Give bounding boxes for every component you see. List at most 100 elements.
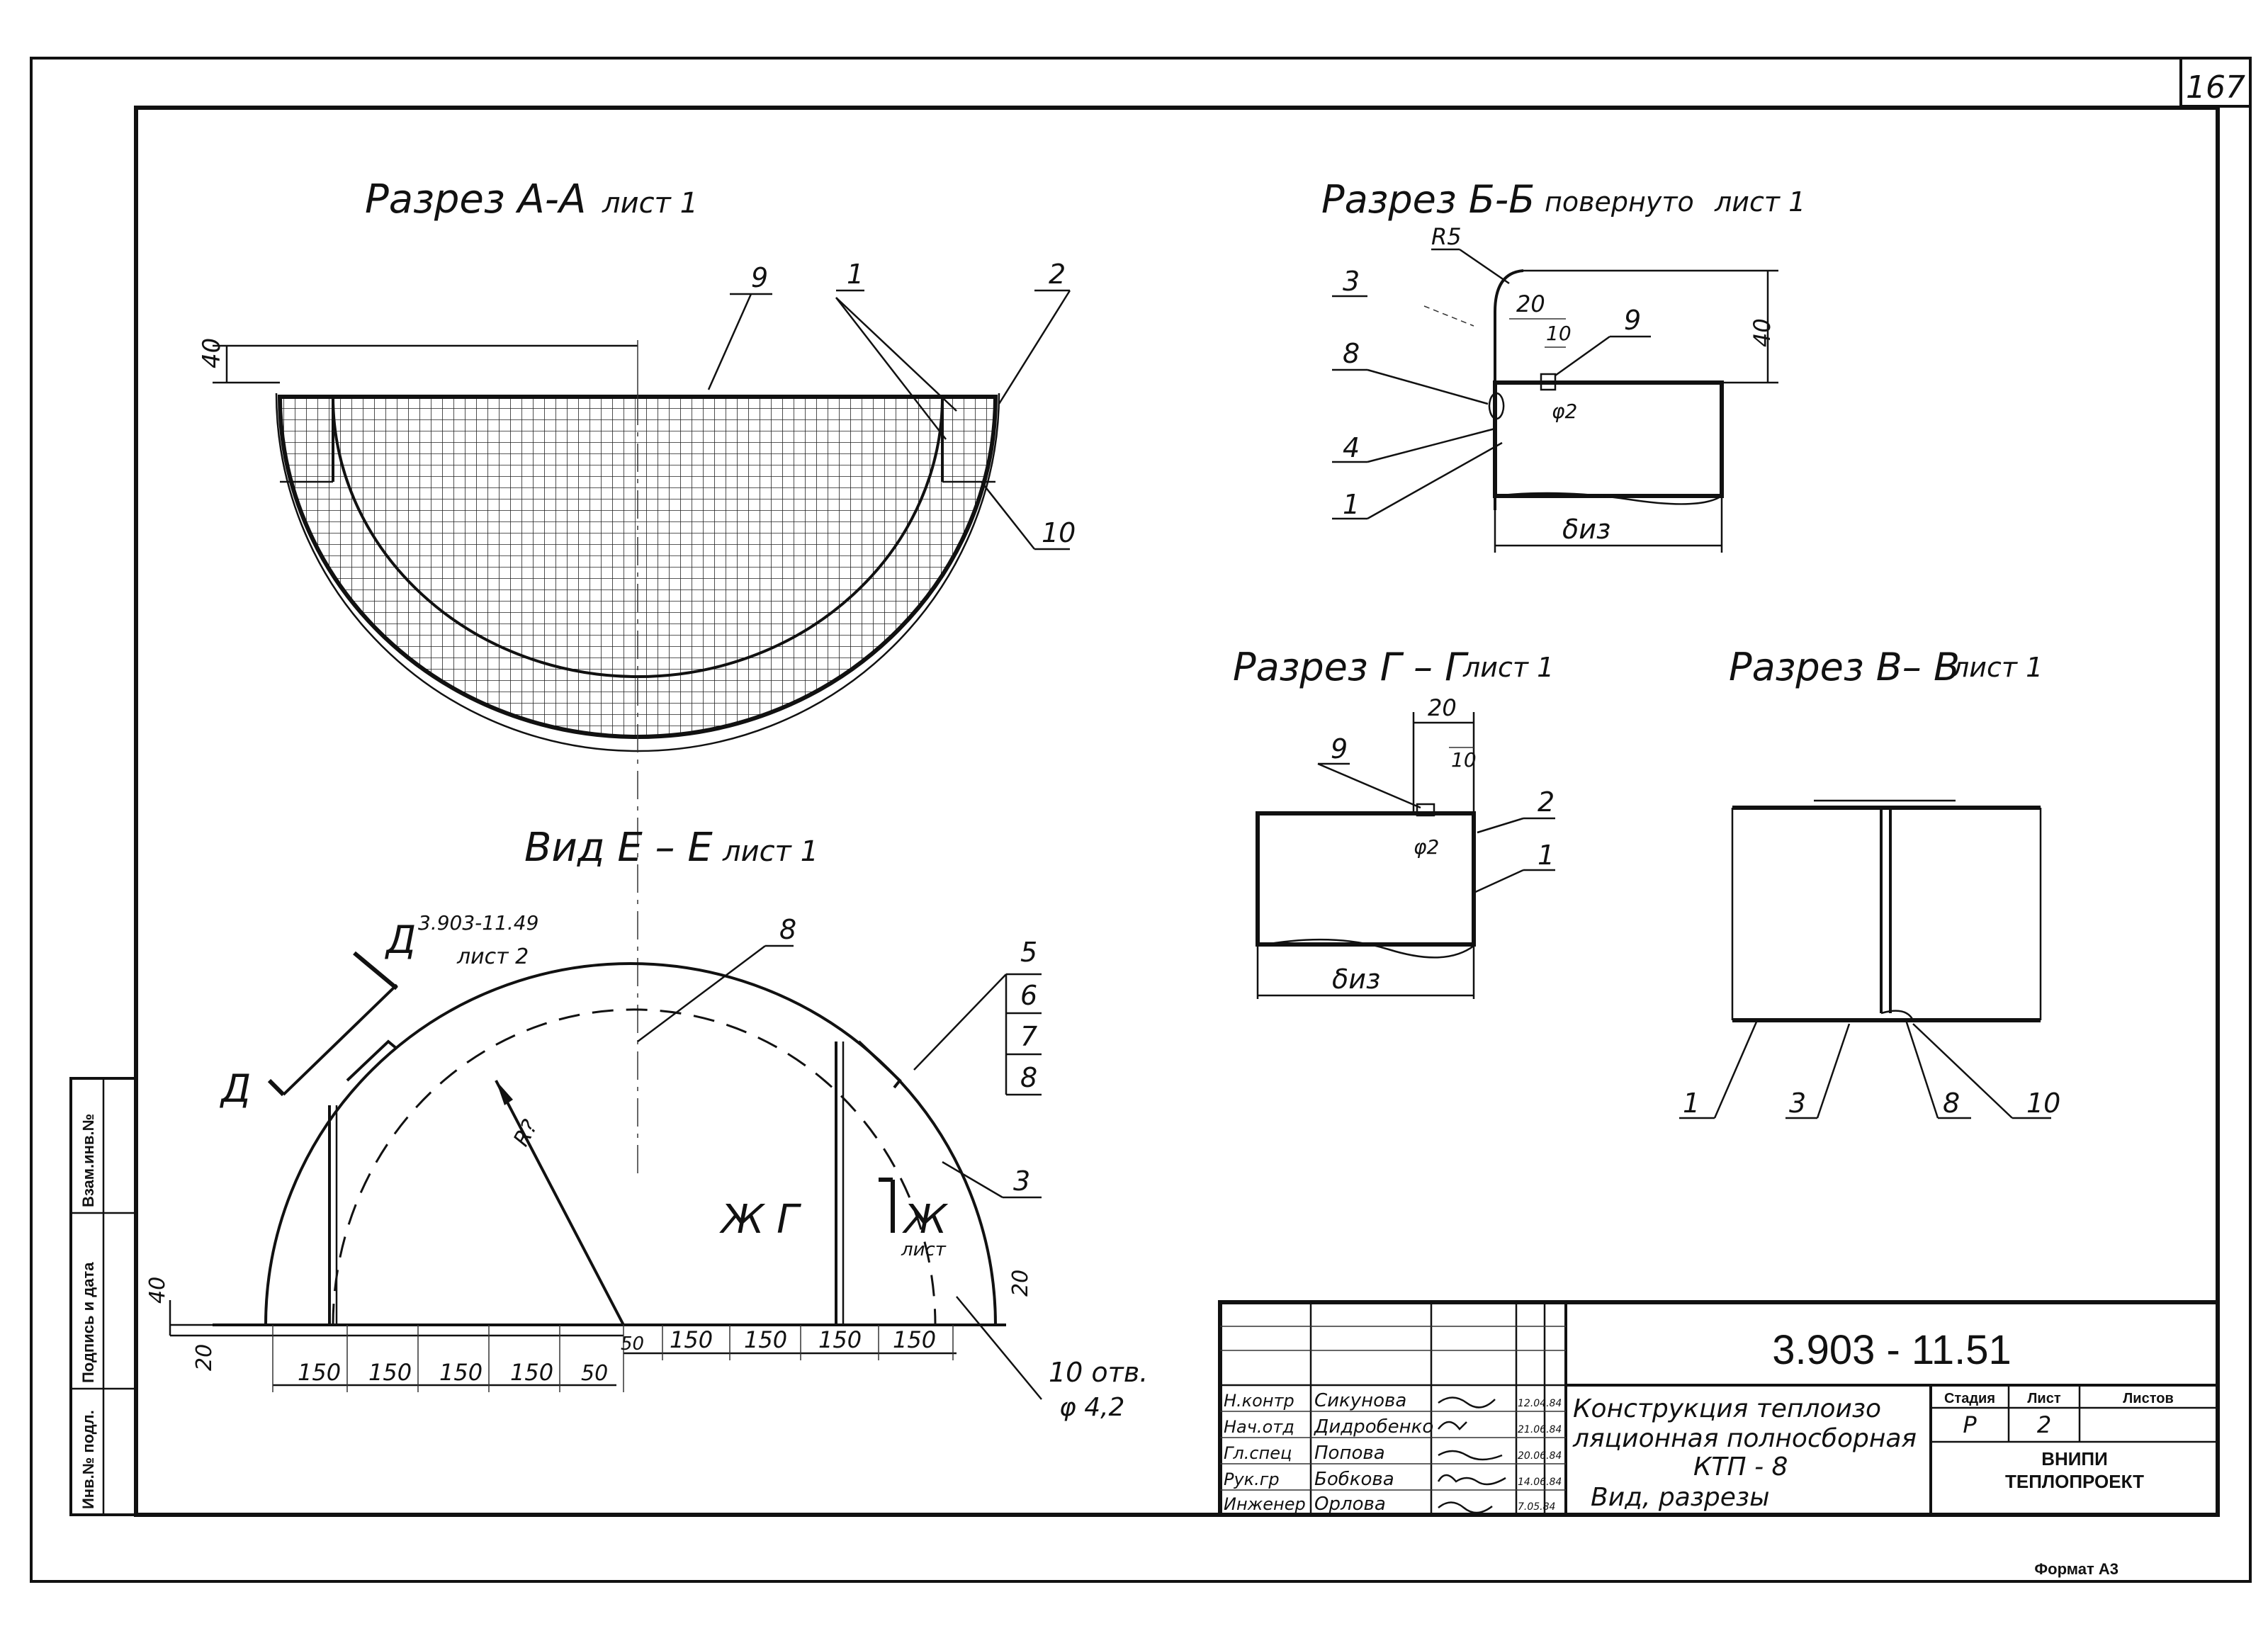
stamp-replaced-inv: Взам.инв.№	[79, 1114, 97, 1207]
ref-mark-d-top: Д	[385, 918, 416, 962]
title-line-1: Конструкция теплоизо	[1573, 1394, 1881, 1423]
signature-mark	[1437, 1474, 1506, 1486]
signer-role: Гл.спец	[1224, 1443, 1292, 1463]
dim-40: 40	[145, 1277, 170, 1304]
stamp-inv-no: Инв.№ подл.	[79, 1410, 97, 1509]
signer-role: Инженер	[1224, 1494, 1306, 1514]
section-bb: Разрез Б-Б повернуто лист 1 δиз 40 R5 20…	[1321, 177, 1805, 553]
bb-insulation	[1493, 380, 1724, 498]
dim-right-150-4: 150	[893, 1326, 936, 1353]
gg-dim-b-iz: δиз	[1332, 964, 1380, 995]
ee-callout-8: 8	[779, 914, 796, 945]
side-stamp: Инв.№ подл. Подпись и дата Взам.инв.№	[69, 1077, 137, 1516]
dim-20-right: 20	[1008, 1270, 1033, 1297]
stage-value: Р	[1963, 1411, 1977, 1438]
bb-callout-9: 9	[1624, 305, 1641, 336]
signer-date: 20.06.84	[1518, 1450, 1562, 1462]
gg-dim-20: 20	[1428, 694, 1457, 721]
section-gg-title: Разрез Г – Г	[1233, 645, 1469, 689]
bb-dim-b-iz: δиз	[1562, 514, 1610, 545]
bb-callout-4: 4	[1343, 432, 1360, 463]
vv-callout-1: 1	[1683, 1088, 1700, 1119]
zh-mark-right: Ж	[902, 1197, 949, 1243]
dim-right-150-2: 150	[744, 1326, 787, 1353]
bb-cover-lip	[1494, 269, 1524, 510]
radius-leader	[495, 1080, 625, 1326]
vv-callout-10: 10	[2026, 1088, 2060, 1119]
vv-callout-3: 3	[1789, 1088, 1806, 1119]
dim-left-50: 50	[581, 1361, 608, 1386]
bb-callout-1: 1	[1343, 489, 1360, 520]
doc-code: 3.903 - 11.51	[1772, 1327, 2012, 1373]
dim-right-150-3: 150	[818, 1326, 862, 1353]
section-gg: Разрез Г – Г лист 1 δиз 20 10 φ2 9 2 1	[1233, 645, 1555, 999]
title-line-4: Вид, разрезы	[1591, 1483, 1770, 1512]
signer-role: Н.контр	[1224, 1391, 1294, 1411]
holes-count: 10 отв.	[1049, 1357, 1148, 1388]
holes-diameter: φ 4,2	[1059, 1393, 1124, 1422]
ref-doc: 3.903-11.49	[418, 911, 538, 935]
ee-dimensions: 150 150 150 150 50 50 150 150 150 150 40…	[145, 1270, 1148, 1422]
section-vv-title: Разрез В– В	[1729, 645, 1960, 689]
signer-name: Попова	[1314, 1443, 1385, 1464]
format-label: Формат А3	[2034, 1560, 2119, 1578]
aa-callout-1: 1	[847, 259, 864, 290]
dim-right-50: 50	[621, 1333, 644, 1355]
signer-date: 12.04.84	[1518, 1398, 1562, 1409]
signer-date: 14.06.84	[1518, 1477, 1562, 1488]
title-line-2: ляционная полносборная	[1572, 1424, 1917, 1453]
signer-name: Дидробенко	[1314, 1416, 1433, 1438]
section-gg-sheet: лист 1	[1462, 652, 1554, 683]
ee-callout-3: 3	[1013, 1166, 1030, 1197]
sheets-header: Листов	[2123, 1391, 2174, 1406]
zh-mark-left: Ж Г	[719, 1197, 801, 1243]
signature-mark	[1438, 1396, 1496, 1409]
section-bb-sheet: лист 1	[1714, 186, 1805, 218]
inner-drawing-frame	[134, 106, 2220, 1517]
sheet-value: 2	[2037, 1411, 2051, 1438]
aa-dim-40: 40	[198, 338, 226, 368]
zh-right-sheet: лист	[901, 1239, 947, 1260]
ref-mark-d-bottom: Д	[220, 1066, 251, 1111]
radius-label: R?	[509, 1116, 543, 1151]
sheet-header: Лист	[2027, 1391, 2060, 1406]
section-bb-title: Разрез Б-Б	[1321, 177, 1535, 222]
aa-callout-10: 10	[1042, 517, 1076, 548]
inner-shell	[332, 396, 944, 678]
ref-sheet: лист 2	[456, 944, 529, 969]
dim-left-150-3: 150	[439, 1359, 483, 1386]
signer-role: Нач.отд	[1224, 1417, 1294, 1437]
bb-dim-20: 20	[1516, 290, 1545, 317]
section-aa: Разрез А-А лист 1 40 9 1 2 10	[198, 176, 1076, 1176]
dim-left-150-2: 150	[368, 1359, 412, 1386]
signer-name: Бобкова	[1314, 1469, 1394, 1490]
org-line-2: ТЕПЛОПРОЕКТ	[2005, 1471, 2144, 1492]
bb-dim-40: 40	[1749, 318, 1776, 347]
vv-callout-8: 8	[1943, 1088, 1960, 1119]
org-line-1: ВНИПИ	[2041, 1448, 2108, 1469]
dim-left-150-4: 150	[510, 1359, 553, 1386]
outer-trim-border	[30, 57, 2252, 1583]
bb-callout-8: 8	[1343, 338, 1360, 369]
ee-callout-5: 5	[1020, 937, 1037, 968]
section-aa-title: Разрез А-А	[365, 176, 586, 222]
section-vv-sheet: лист 1	[1951, 652, 2043, 683]
signer-date: 7.05.84	[1518, 1501, 1555, 1513]
signature-mark	[1438, 1421, 1467, 1430]
view-ee: Вид Е – Е лист 1 R? Д Д 3.903-11.49 лист…	[145, 825, 1148, 1422]
inner-dome-hidden	[332, 1008, 937, 1326]
section-vv: Разрез В– В лист 1 1 3 8 10	[1679, 645, 2060, 1119]
sheet-number-box	[2179, 58, 2250, 108]
signature-mark	[1438, 1501, 1493, 1514]
gg-callout-1: 1	[1538, 840, 1555, 871]
gg-insulation	[1256, 811, 1476, 947]
gg-dim-phi2: φ2	[1414, 835, 1439, 859]
ee-callout-8b: 8	[1020, 1062, 1037, 1093]
section-aa-sheet: лист 1	[602, 187, 698, 220]
title-line-3: КТП - 8	[1693, 1452, 1788, 1481]
signers: Н.контр Сикунова 12.04.84 Нач.отд Дидроб…	[1224, 1390, 1562, 1515]
signature-mark	[1438, 1450, 1503, 1461]
gg-callout-2: 2	[1538, 786, 1555, 818]
signer-name: Сикунова	[1314, 1390, 1406, 1411]
